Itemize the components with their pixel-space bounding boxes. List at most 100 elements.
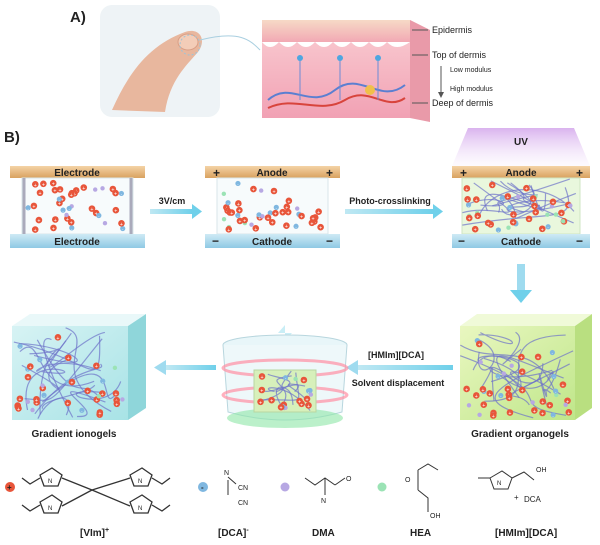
particle-sign: +: [37, 219, 40, 225]
particle: [272, 209, 279, 217]
particle: [308, 392, 314, 397]
particle-sign: +: [95, 398, 98, 404]
beaker: +++-++-+-+++++-: [221, 325, 349, 428]
particle: [102, 221, 108, 226]
polymer-chain: [41, 384, 96, 409]
particle: [510, 211, 517, 218]
layer-top-dermis: Top of dermis: [432, 50, 487, 60]
layer-high-modulus: High modulus: [450, 86, 493, 93]
particle: [504, 385, 512, 393]
particle-sign: +: [476, 214, 479, 220]
svg-text:N: N: [497, 481, 501, 487]
legend-dma: O N DMA: [280, 476, 352, 539]
particle: [88, 205, 96, 212]
legend-vim-label: [VIm]+: [80, 527, 109, 539]
particle-sign: +: [260, 389, 263, 395]
particle-sign: +: [70, 193, 73, 199]
particle: [300, 376, 308, 384]
svg-text:N: N: [48, 506, 52, 512]
particle: [473, 196, 480, 203]
particle: [258, 188, 264, 193]
particle: [16, 395, 24, 403]
particle: [293, 223, 299, 229]
particle-sign: +: [481, 388, 484, 394]
particle-sign: +: [270, 399, 273, 405]
particle-sign: -: [553, 375, 555, 380]
svg-text:OH: OH: [536, 467, 547, 474]
particle: [66, 205, 72, 212]
particle-sign: +: [58, 202, 61, 208]
particle-sign: +: [238, 219, 241, 225]
particle-sign: +: [98, 413, 101, 419]
cell2-plus-right: +: [326, 166, 333, 180]
particle: [564, 397, 571, 405]
particle: [112, 390, 120, 397]
cell2-minus-left: −: [212, 234, 219, 248]
particle-sign: -: [39, 358, 41, 363]
particle-sign: +: [280, 406, 283, 412]
polymer-chain: [261, 386, 285, 411]
step3-bottom-label: Solvent displacement: [352, 378, 445, 388]
particle-sign: +: [52, 182, 55, 188]
particle-sign: +: [58, 188, 61, 194]
arrow-field: 3V/cm: [150, 196, 202, 219]
particle-sign: -: [552, 351, 554, 356]
particle-sign: +: [98, 411, 101, 417]
particle-sign: +: [17, 407, 20, 413]
particle-sign: -: [509, 206, 511, 211]
particle-sign: +: [111, 187, 114, 193]
particle: [474, 212, 482, 220]
cell2-minus-right: −: [326, 234, 333, 248]
particle-sign: -: [547, 225, 549, 230]
particle: [558, 209, 565, 217]
particle: [260, 214, 265, 219]
particle-sign: +: [506, 195, 509, 201]
particle: [109, 185, 117, 193]
particle: [257, 398, 264, 406]
particle-sign: +: [534, 211, 537, 217]
particle-sign: +: [541, 400, 544, 406]
particle-sign: +: [34, 228, 37, 234]
particle-sign: +: [512, 221, 515, 227]
particle-sign: +: [258, 216, 261, 222]
particle: [241, 216, 248, 224]
particle: [518, 386, 526, 394]
particle-sign: +: [521, 370, 524, 376]
particle: [504, 193, 512, 200]
ionogel-block: -+++-++++++++-+++-+++++-+-+-+ Gradient i…: [12, 314, 146, 440]
cell3-minus-left: −: [458, 234, 465, 248]
particle-sign: +: [272, 190, 275, 196]
polymer-chain: [477, 355, 521, 383]
particle-sign: -: [67, 381, 69, 386]
particle-sign: +: [527, 217, 530, 223]
particle-sign: +: [532, 197, 535, 203]
polymer-chain: [25, 368, 66, 411]
particle-sign: +: [551, 200, 554, 206]
svg-text:N: N: [224, 470, 229, 477]
particle: [250, 185, 257, 193]
particle: [268, 396, 275, 404]
particle-sign: -: [27, 367, 29, 372]
particle: [489, 412, 497, 419]
particle-sign: -: [43, 394, 45, 399]
arrow-ionogel: [154, 360, 216, 375]
particle: [96, 212, 102, 219]
particle-sign: +: [120, 222, 123, 228]
particle: [505, 394, 513, 402]
polymer-chain: [490, 180, 543, 210]
particle-sign: +: [70, 381, 73, 387]
particle-sign: -: [98, 214, 100, 219]
particle-sign: +: [488, 392, 491, 398]
particle-sign: +: [307, 404, 310, 410]
particle-sign: +: [54, 218, 57, 224]
particle: [553, 388, 559, 394]
particle-sign: +: [566, 399, 569, 405]
particle: [54, 333, 62, 341]
polymer-chain: [494, 350, 574, 419]
particle: [31, 180, 39, 188]
svg-text:N: N: [48, 479, 52, 485]
step3-top-label: [HMIm][DCA]: [368, 350, 424, 360]
particle: [475, 340, 483, 348]
particle-sign: -: [27, 206, 29, 211]
particle: [479, 386, 487, 393]
